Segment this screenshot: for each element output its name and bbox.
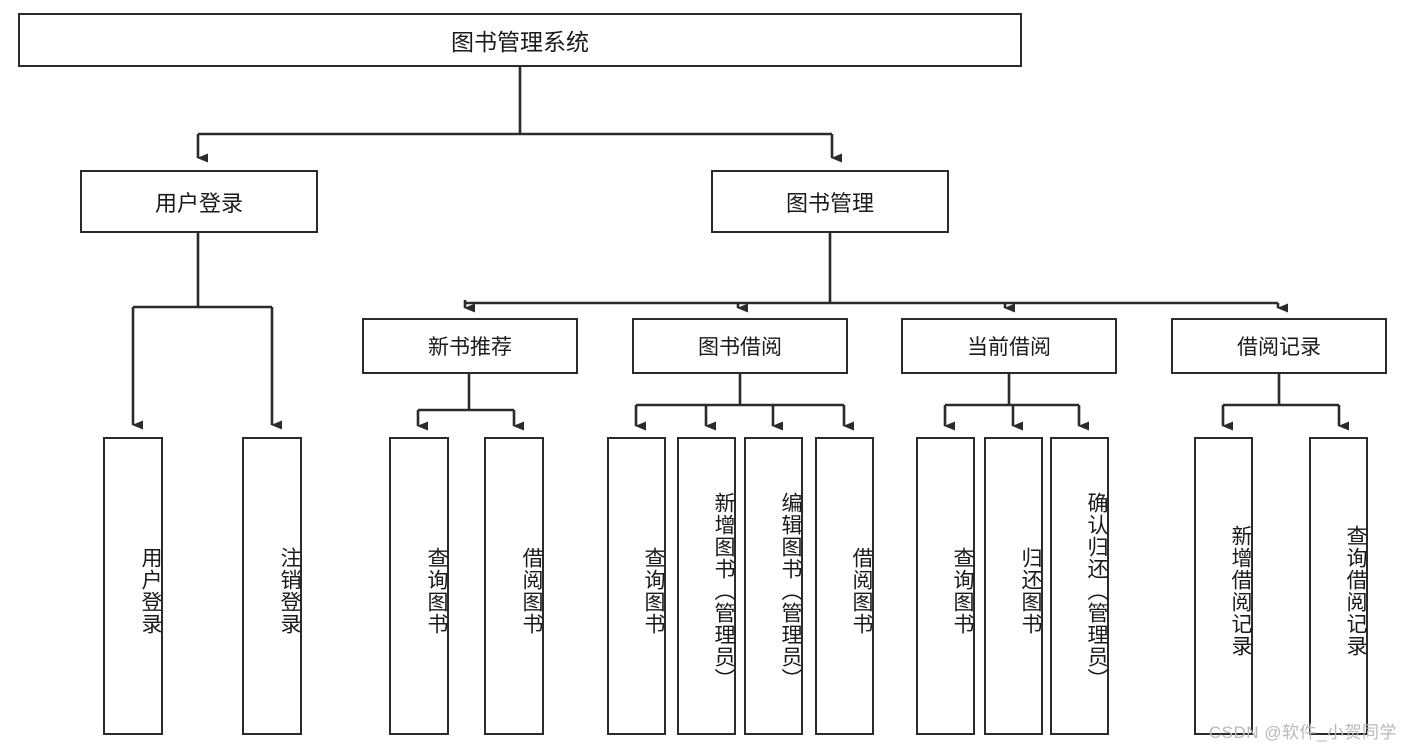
leaf-record-add-record[interactable]: 新增借阅记录 [1194, 437, 1253, 735]
node-label: 注销登录 [278, 547, 301, 635]
node-label: 查询借阅记录 [1344, 525, 1367, 657]
node-new-book-recommend[interactable]: 新书推荐 [362, 318, 578, 374]
node-label: 借阅图书 [520, 547, 543, 635]
leaf-current-confirm-return-admin[interactable]: 确认归还（管理员） [1050, 437, 1109, 735]
leaf-record-query-record[interactable]: 查询借阅记录 [1309, 437, 1368, 735]
leaf-borrow-borrow-book[interactable]: 借阅图书 [815, 437, 874, 735]
node-label: 查询图书 [642, 547, 665, 635]
leaf-recommend-query-book[interactable]: 查询图书 [389, 437, 449, 735]
node-label: 图书借阅 [698, 336, 782, 359]
node-label: 查询图书 [951, 547, 974, 635]
leaf-current-query-book[interactable]: 查询图书 [916, 437, 975, 735]
leaf-recommend-borrow-book[interactable]: 借阅图书 [484, 437, 544, 735]
node-label: 当前借阅 [967, 336, 1051, 359]
node-label: 用户登录 [139, 547, 162, 635]
node-book-management[interactable]: 图书管理 [711, 170, 949, 233]
node-book-borrow[interactable]: 图书借阅 [632, 318, 848, 374]
leaf-borrow-query-book[interactable]: 查询图书 [607, 437, 666, 735]
node-label: 图书管理系统 [451, 29, 589, 55]
node-label: 借阅记录 [1237, 336, 1321, 359]
node-label: 查询图书 [425, 547, 448, 635]
node-label: 编辑图书（管理员） [779, 492, 802, 690]
node-borrow-record[interactable]: 借阅记录 [1171, 318, 1387, 374]
node-label: 确认归还（管理员） [1085, 492, 1108, 690]
node-user-login[interactable]: 用户登录 [80, 170, 318, 233]
leaf-user-login-logout[interactable]: 注销登录 [242, 437, 302, 735]
node-label: 归还图书 [1019, 547, 1042, 635]
leaf-borrow-add-book-admin[interactable]: 新增图书（管理员） [677, 437, 736, 735]
node-label: 用户登录 [154, 190, 243, 216]
leaf-borrow-edit-book-admin[interactable]: 编辑图书（管理员） [744, 437, 803, 735]
node-label: 新书推荐 [428, 336, 512, 359]
node-label: 新增借阅记录 [1229, 525, 1252, 657]
node-current-borrow[interactable]: 当前借阅 [901, 318, 1117, 374]
node-root-system[interactable]: 图书管理系统 [18, 13, 1022, 67]
leaf-current-return-book[interactable]: 归还图书 [984, 437, 1043, 735]
watermark-text: CSDN @软件_小贺同学 [1208, 723, 1397, 742]
node-label: 借阅图书 [850, 547, 873, 635]
node-label: 新增图书（管理员） [712, 492, 735, 690]
leaf-user-login-login[interactable]: 用户登录 [103, 437, 163, 735]
node-label: 图书管理 [785, 190, 874, 216]
